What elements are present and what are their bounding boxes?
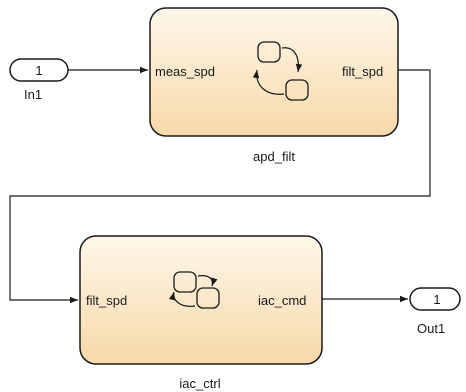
inport-label: In1 (24, 87, 42, 102)
iac-ctrl-output-port-label: iac_cmd (258, 293, 306, 308)
apd-filt-output-port-label: filt_spd (342, 64, 383, 79)
outport-label: Out1 (417, 321, 445, 336)
inport-in1[interactable]: 1 (9, 58, 69, 82)
block-apd-filt[interactable]: meas_spd filt_spd (149, 7, 399, 137)
stateflow-chart-icon (252, 41, 309, 101)
block-name-apd-filt: apd_filt (253, 149, 295, 164)
signal-line-apd-filt-to-iac-ctrl[interactable] (9, 69, 431, 304)
inport-number: 1 (35, 63, 42, 78)
block-name-iac-ctrl: iac_ctrl (179, 376, 220, 391)
outport-out1[interactable]: 1 (409, 287, 461, 311)
block-iac-ctrl[interactable]: filt_spd iac_cmd (79, 235, 323, 365)
outport-number: 1 (433, 292, 440, 307)
apd-filt-input-port-label: meas_spd (155, 64, 215, 79)
stateflow-chart-icon (168, 271, 220, 309)
iac-ctrl-input-port-label: filt_spd (86, 293, 127, 308)
